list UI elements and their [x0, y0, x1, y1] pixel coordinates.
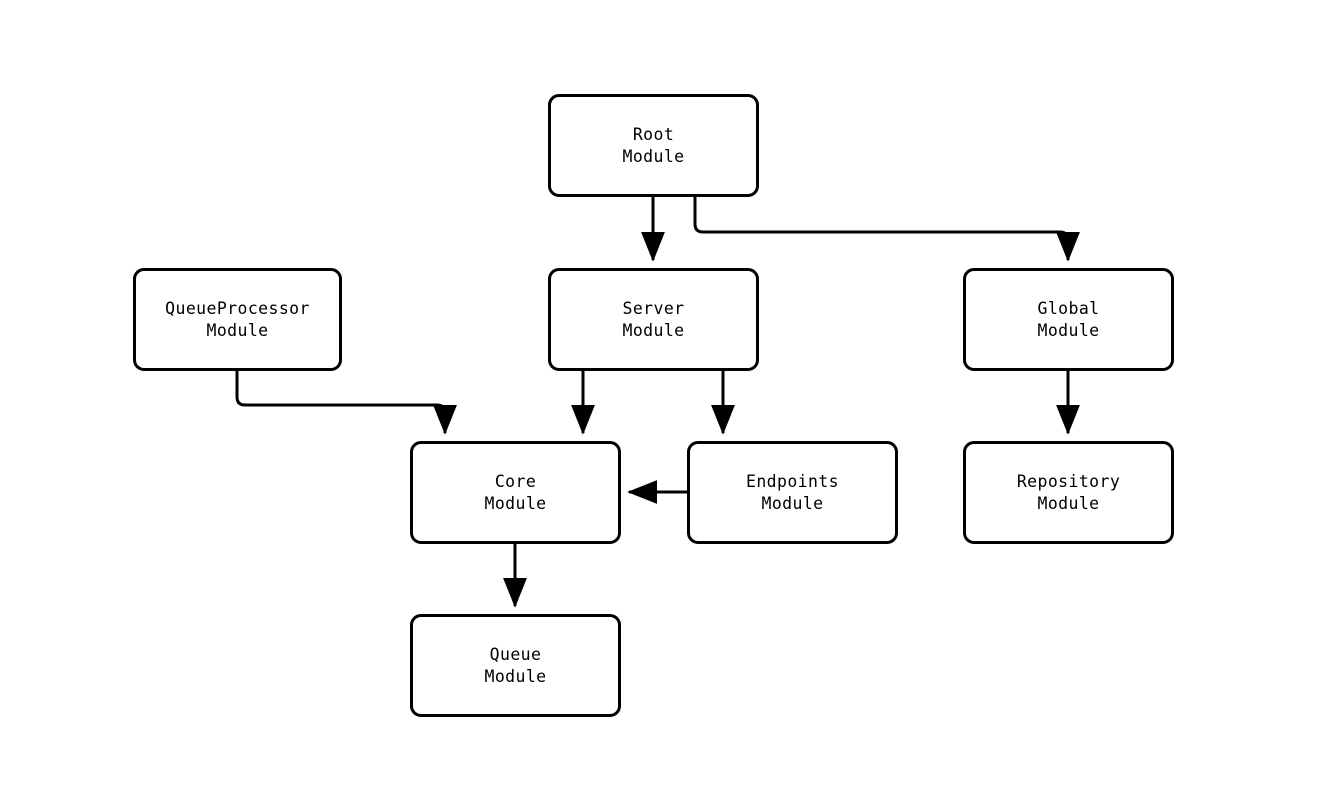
node-queueprocessor-module[interactable]: QueueProcessor Module	[133, 268, 342, 371]
node-queue-module[interactable]: Queue Module	[410, 614, 621, 717]
node-queue-module-line1: Queue	[489, 644, 542, 664]
node-repository-module[interactable]: Repository Module	[963, 441, 1174, 544]
node-core-module-line1: Core	[494, 471, 537, 491]
node-server-module[interactable]: Server Module	[548, 268, 759, 371]
node-repository-module-line2: Module	[1037, 493, 1100, 513]
node-repository-module-line1: Repository	[1016, 471, 1121, 491]
node-endpoints-module[interactable]: Endpoints Module	[687, 441, 898, 544]
node-queueprocessor-module-line2: Module	[206, 320, 269, 340]
edge-queueprocessor-to-core	[235, 371, 457, 435]
node-root-module-line1: Root	[632, 124, 675, 144]
node-root-module[interactable]: Root Module	[548, 94, 759, 197]
node-server-module-line1: Server	[622, 298, 685, 318]
node-global-module-line1: Global	[1037, 298, 1100, 318]
node-queue-module-line2: Module	[484, 666, 547, 686]
node-global-module-line2: Module	[1037, 320, 1100, 340]
node-server-module-line2: Module	[622, 320, 685, 340]
edge-root-to-global	[693, 197, 1080, 262]
node-core-module-line2: Module	[484, 493, 547, 513]
node-queueprocessor-module-line1: QueueProcessor	[165, 298, 310, 318]
node-endpoints-module-line2: Module	[761, 493, 824, 513]
node-core-module[interactable]: Core Module	[410, 441, 621, 544]
node-global-module[interactable]: Global Module	[963, 268, 1174, 371]
node-endpoints-module-line1: Endpoints	[745, 471, 839, 491]
node-root-module-line2: Module	[622, 146, 685, 166]
